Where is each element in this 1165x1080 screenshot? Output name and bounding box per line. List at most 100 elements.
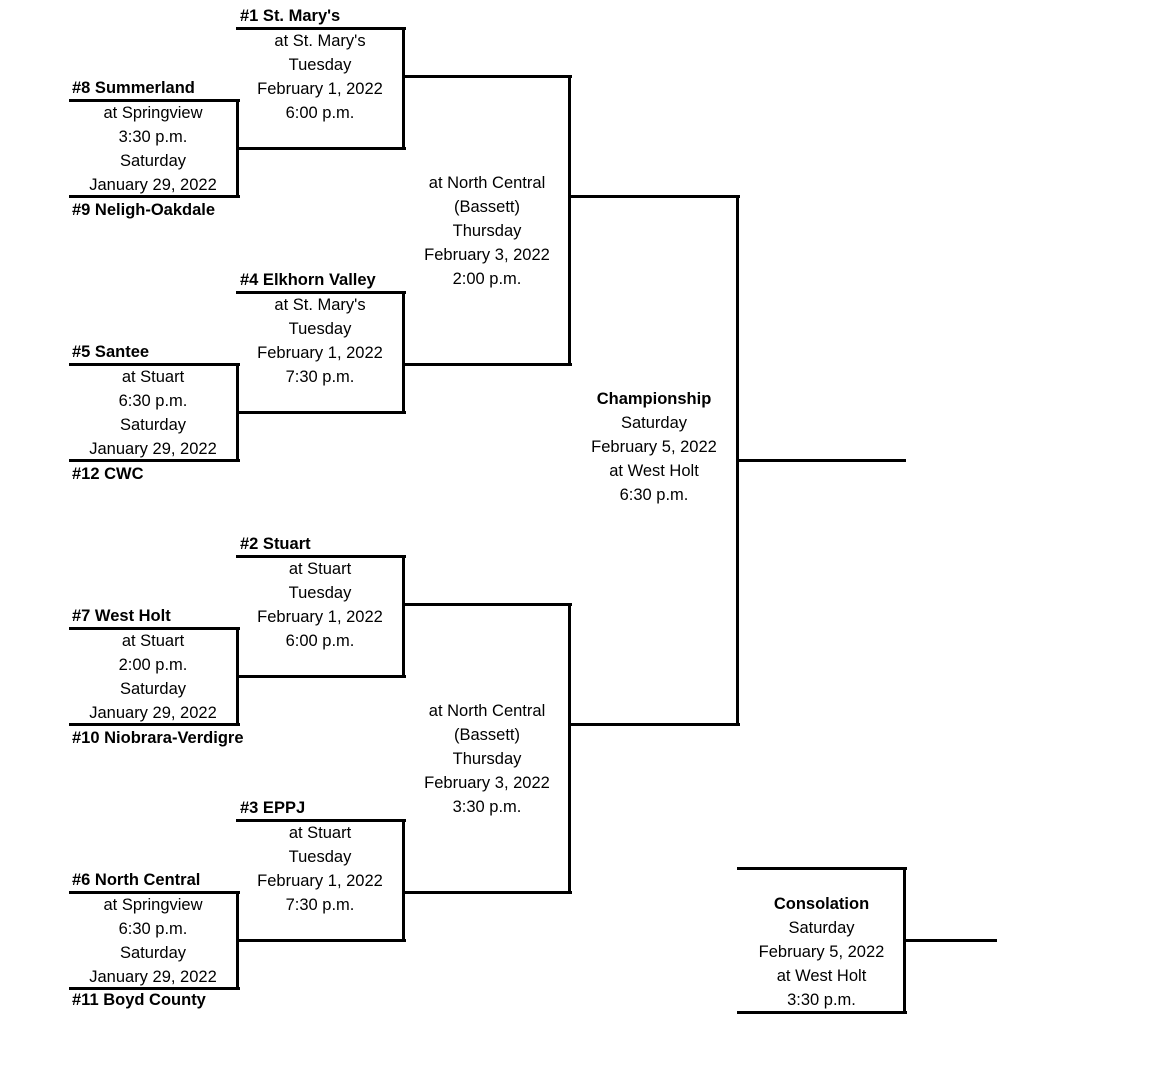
time-text: 7:30 p.m. bbox=[285, 896, 355, 914]
seed-10-team: #10 Niobrara-Verdigre bbox=[72, 729, 244, 747]
championship-title: Championship bbox=[596, 390, 712, 408]
time-text: 2:00 p.m. bbox=[452, 270, 522, 288]
time-text: 6:00 p.m. bbox=[285, 632, 355, 650]
game-info-qf3: at Stuart Tuesday February 1, 2022 7:30 … bbox=[236, 821, 404, 917]
seed-12-team: #12 CWC bbox=[72, 465, 144, 483]
time-text: 6:30 p.m. bbox=[619, 486, 689, 504]
seed-4-team: #4 Elkhorn Valley bbox=[240, 271, 376, 289]
day-text: Tuesday bbox=[288, 584, 352, 602]
sf-bottom-line-b bbox=[402, 891, 572, 894]
r1-bottom-line-9 bbox=[69, 195, 240, 198]
day-text: Thursday bbox=[452, 750, 522, 768]
day-text: Thursday bbox=[452, 222, 522, 240]
r1-bottom-line-11 bbox=[69, 987, 240, 990]
seed-8-team: #8 Summerland bbox=[72, 79, 195, 97]
final-bottom-line bbox=[568, 723, 740, 726]
qf-top-line-2 bbox=[236, 555, 406, 558]
time-text: 3:30 p.m. bbox=[452, 798, 522, 816]
game-info-7v10: at Stuart 2:00 p.m. Saturday January 29,… bbox=[69, 629, 237, 725]
venue-text: at St. Mary's bbox=[274, 296, 366, 314]
date-text: February 5, 2022 bbox=[758, 943, 885, 961]
seed-9-team: #9 Neligh-Oakdale bbox=[72, 201, 216, 219]
seed-1-team: #1 St. Mary's bbox=[240, 7, 341, 25]
date-text: February 5, 2022 bbox=[591, 438, 717, 456]
qf-connector-4 bbox=[402, 291, 405, 414]
r1-bottom-line-12 bbox=[69, 459, 240, 462]
sf-top-line-b bbox=[402, 603, 572, 606]
consolation-winner-line bbox=[903, 939, 997, 942]
date-text: February 1, 2022 bbox=[257, 608, 383, 626]
date-text: February 1, 2022 bbox=[257, 80, 383, 98]
sf-connector-b bbox=[568, 603, 571, 894]
qf-bottom-line-4 bbox=[236, 411, 406, 414]
game-info-qf1: at St. Mary's Tuesday February 1, 2022 6… bbox=[236, 29, 404, 125]
time-text: 2:00 p.m. bbox=[118, 656, 188, 674]
qf-connector-2 bbox=[402, 555, 405, 678]
venue-city-text: (Bassett) bbox=[453, 198, 521, 216]
game-info-5v12: at Stuart 6:30 p.m. Saturday January 29,… bbox=[69, 365, 237, 461]
date-text: February 3, 2022 bbox=[424, 246, 550, 264]
final-top-line bbox=[568, 195, 740, 198]
consolation-top-line bbox=[737, 867, 907, 870]
championship-info: Championship Saturday February 5, 2022 a… bbox=[568, 387, 740, 507]
sf-bottom-line-a bbox=[402, 363, 572, 366]
consolation-title: Consolation bbox=[773, 895, 870, 913]
seed-3-team: #3 EPPJ bbox=[240, 799, 306, 817]
qf-connector-1 bbox=[402, 27, 405, 150]
day-text: Saturday bbox=[620, 414, 688, 432]
day-text: Saturday bbox=[119, 416, 187, 434]
seed-7-team: #7 West Holt bbox=[72, 607, 171, 625]
time-text: 7:30 p.m. bbox=[285, 368, 355, 386]
day-text: Saturday bbox=[788, 919, 855, 937]
day-text: Tuesday bbox=[288, 320, 352, 338]
qf-top-line-4 bbox=[236, 291, 406, 294]
venue-text: at West Holt bbox=[609, 462, 699, 480]
sf-top-line-a bbox=[402, 75, 572, 78]
venue-city-text: (Bassett) bbox=[453, 726, 521, 744]
qf-top-line-1 bbox=[236, 27, 406, 30]
day-text: Saturday bbox=[119, 680, 187, 698]
r1-top-line-7 bbox=[69, 627, 240, 630]
time-text: 6:30 p.m. bbox=[118, 392, 188, 410]
game-info-qf4: at St. Mary's Tuesday February 1, 2022 7… bbox=[236, 293, 404, 389]
venue-text: at Stuart bbox=[288, 560, 352, 578]
date-text: January 29, 2022 bbox=[89, 968, 217, 986]
time-text: 6:00 p.m. bbox=[285, 104, 355, 122]
time-text: 6:30 p.m. bbox=[118, 920, 188, 938]
day-text: Tuesday bbox=[288, 56, 352, 74]
game-info-6v11: at Springview 6:30 p.m. Saturday January… bbox=[69, 893, 237, 989]
game-info-sf-bottom: at North Central (Bassett) Thursday Febr… bbox=[402, 699, 572, 819]
date-text: February 3, 2022 bbox=[424, 774, 550, 792]
qf-bottom-line-1 bbox=[236, 147, 406, 150]
date-text: January 29, 2022 bbox=[89, 440, 217, 458]
venue-text: at St. Mary's bbox=[274, 32, 366, 50]
time-text: 3:30 p.m. bbox=[787, 991, 856, 1009]
consolation-info: Consolation Saturday February 5, 2022 at… bbox=[737, 892, 906, 1012]
champion-line bbox=[736, 459, 906, 462]
venue-text: at Stuart bbox=[121, 368, 185, 386]
time-text: 3:30 p.m. bbox=[118, 128, 188, 146]
r1-top-line-5 bbox=[69, 363, 240, 366]
venue-text: at Stuart bbox=[121, 632, 185, 650]
r1-top-line-6 bbox=[69, 891, 240, 894]
day-text: Tuesday bbox=[288, 848, 352, 866]
qf-connector-3 bbox=[402, 819, 405, 942]
day-text: Saturday bbox=[119, 944, 187, 962]
game-info-8v9: at Springview 3:30 p.m. Saturday January… bbox=[69, 101, 237, 197]
seed-2-team: #2 Stuart bbox=[240, 535, 311, 553]
seed-11-team: #11 Boyd County bbox=[72, 991, 206, 1009]
day-text: Saturday bbox=[119, 152, 187, 170]
consolation-bottom-line bbox=[737, 1011, 907, 1014]
r1-top-line-8 bbox=[69, 99, 240, 102]
r1-bottom-line-10 bbox=[69, 723, 240, 726]
venue-text: at Stuart bbox=[288, 824, 352, 842]
date-text: February 1, 2022 bbox=[257, 872, 383, 890]
seed-6-team: #6 North Central bbox=[72, 871, 201, 889]
venue-text: at Springview bbox=[103, 896, 203, 914]
qf-bottom-line-3 bbox=[236, 939, 406, 942]
venue-text: at West Holt bbox=[776, 967, 867, 985]
qf-bottom-line-2 bbox=[236, 675, 406, 678]
date-text: January 29, 2022 bbox=[89, 704, 217, 722]
sf-connector-a bbox=[568, 75, 571, 366]
